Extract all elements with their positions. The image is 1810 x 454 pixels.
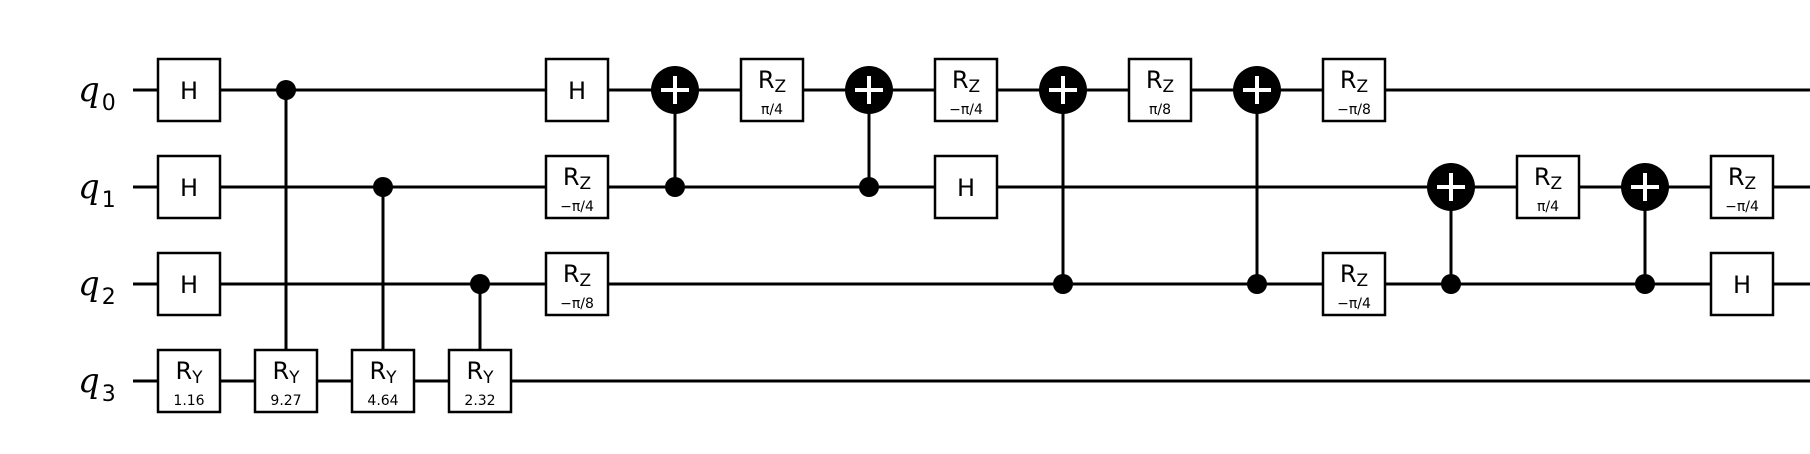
cnot-target-10: [651, 66, 699, 114]
gate-label: H: [180, 271, 198, 299]
control-dot-6: [470, 274, 490, 294]
gate-box: [544, 57, 610, 123]
qubit-label-1: q1: [78, 167, 116, 213]
gate-box: [1709, 154, 1775, 220]
gate-3: RY 1.16: [156, 348, 222, 414]
cnot-control-dot-10: [665, 177, 685, 197]
gate-16: RZ π/8: [1127, 57, 1193, 123]
gate-label: RZ: [1146, 66, 1174, 97]
controlled-gate-6: RY 2.32: [447, 348, 513, 414]
gate-label: RZ: [563, 260, 591, 291]
gate-label: RZ: [758, 66, 786, 97]
gate-label: RZ: [1728, 163, 1756, 194]
gate-2: H: [156, 251, 222, 317]
gate-0: H: [156, 57, 222, 123]
gate-box: [1321, 57, 1387, 123]
gate-box: [933, 154, 999, 220]
gate-parameter: 2.32: [464, 393, 495, 409]
cnot-target-17: [1233, 66, 1281, 114]
gate-label: RZ: [952, 66, 980, 97]
cnot-control-dot-22: [1635, 274, 1655, 294]
gate-box: [156, 154, 222, 220]
gate-21: RZ π/4: [1515, 154, 1581, 220]
qubit-wires: [133, 88, 1810, 383]
qubit-label-3: q3: [78, 361, 116, 407]
gate-8: RZ −π/4: [544, 154, 610, 220]
gate-box: [156, 251, 222, 317]
gate-13: RZ −π/4: [933, 57, 999, 123]
gate-box: [544, 154, 610, 220]
gate-label: RZ: [1340, 66, 1368, 97]
gate-box: [350, 348, 416, 414]
cnot-target-15: [1039, 66, 1087, 114]
cnot-target-20: [1427, 163, 1475, 211]
gate-parameter: 9.27: [270, 393, 301, 409]
gate-box: [933, 57, 999, 123]
gate-box: [1321, 251, 1387, 317]
gate-1: H: [156, 154, 222, 220]
gate-label: RY: [466, 357, 494, 388]
gate-19: RZ −π/4: [1321, 251, 1387, 317]
gate-label: H: [957, 174, 975, 202]
gate-label: H: [180, 77, 198, 105]
gate-9: RZ −π/8: [544, 251, 610, 317]
qubit-labels: q0 q1 q2 q3: [78, 70, 116, 407]
gate-parameter: π/4: [1537, 199, 1559, 215]
gate-parameter: −π/4: [949, 102, 983, 118]
gate-box: [447, 348, 513, 414]
controlled-gate-4: RY 9.27: [253, 348, 319, 414]
gate-parameter: −π/4: [1337, 296, 1371, 312]
gate-parameter: −π/4: [1725, 199, 1759, 215]
gate-box: [156, 57, 222, 123]
gate-box: [253, 348, 319, 414]
gate-label: RZ: [563, 163, 591, 194]
gate-label: RY: [369, 357, 397, 388]
gate-parameter: −π/4: [560, 199, 594, 215]
gate-box: [1709, 251, 1775, 317]
gate-box: [1127, 57, 1193, 123]
gate-11: RZ π/4: [739, 57, 805, 123]
gate-18: RZ −π/8: [1321, 57, 1387, 123]
gate-23: RZ −π/4: [1709, 154, 1775, 220]
cnot-target-22: [1621, 163, 1669, 211]
cnot-control-dot-15: [1053, 274, 1073, 294]
gate-label: H: [568, 77, 586, 105]
gate-layer: HHHRY1.16RY9.27RY4.64RY2.32HRZ−π/4RZ−π/8…: [156, 57, 1775, 414]
qubit-label-0: q0: [78, 70, 116, 116]
gate-parameter: −π/8: [560, 296, 594, 312]
gate-parameter: π/4: [761, 102, 783, 118]
gate-label: RZ: [1340, 260, 1368, 291]
gate-14: H: [933, 154, 999, 220]
cnot-control-dot-12: [859, 177, 879, 197]
gate-label: RZ: [1534, 163, 1562, 194]
gate-box: [544, 251, 610, 317]
gate-label: H: [1733, 271, 1751, 299]
gate-box: [739, 57, 805, 123]
controlled-gate-5: RY 4.64: [350, 348, 416, 414]
gate-7: H: [544, 57, 610, 123]
gate-connectors: [284, 90, 1647, 381]
gate-parameter: π/8: [1149, 102, 1171, 118]
gate-label: H: [180, 174, 198, 202]
gate-box: [156, 348, 222, 414]
gate-box: [1515, 154, 1581, 220]
gate-parameter: −π/8: [1337, 102, 1371, 118]
control-dot-4: [276, 80, 296, 100]
gate-parameter: 1.16: [173, 393, 204, 409]
cnot-target-12: [845, 66, 893, 114]
cnot-control-dot-17: [1247, 274, 1267, 294]
control-dot-5: [373, 177, 393, 197]
cnot-control-dot-20: [1441, 274, 1461, 294]
gate-label: RY: [272, 357, 300, 388]
gate-label: RY: [175, 357, 203, 388]
qubit-label-2: q2: [78, 264, 116, 310]
gate-24: H: [1709, 251, 1775, 317]
gate-parameter: 4.64: [367, 393, 398, 409]
